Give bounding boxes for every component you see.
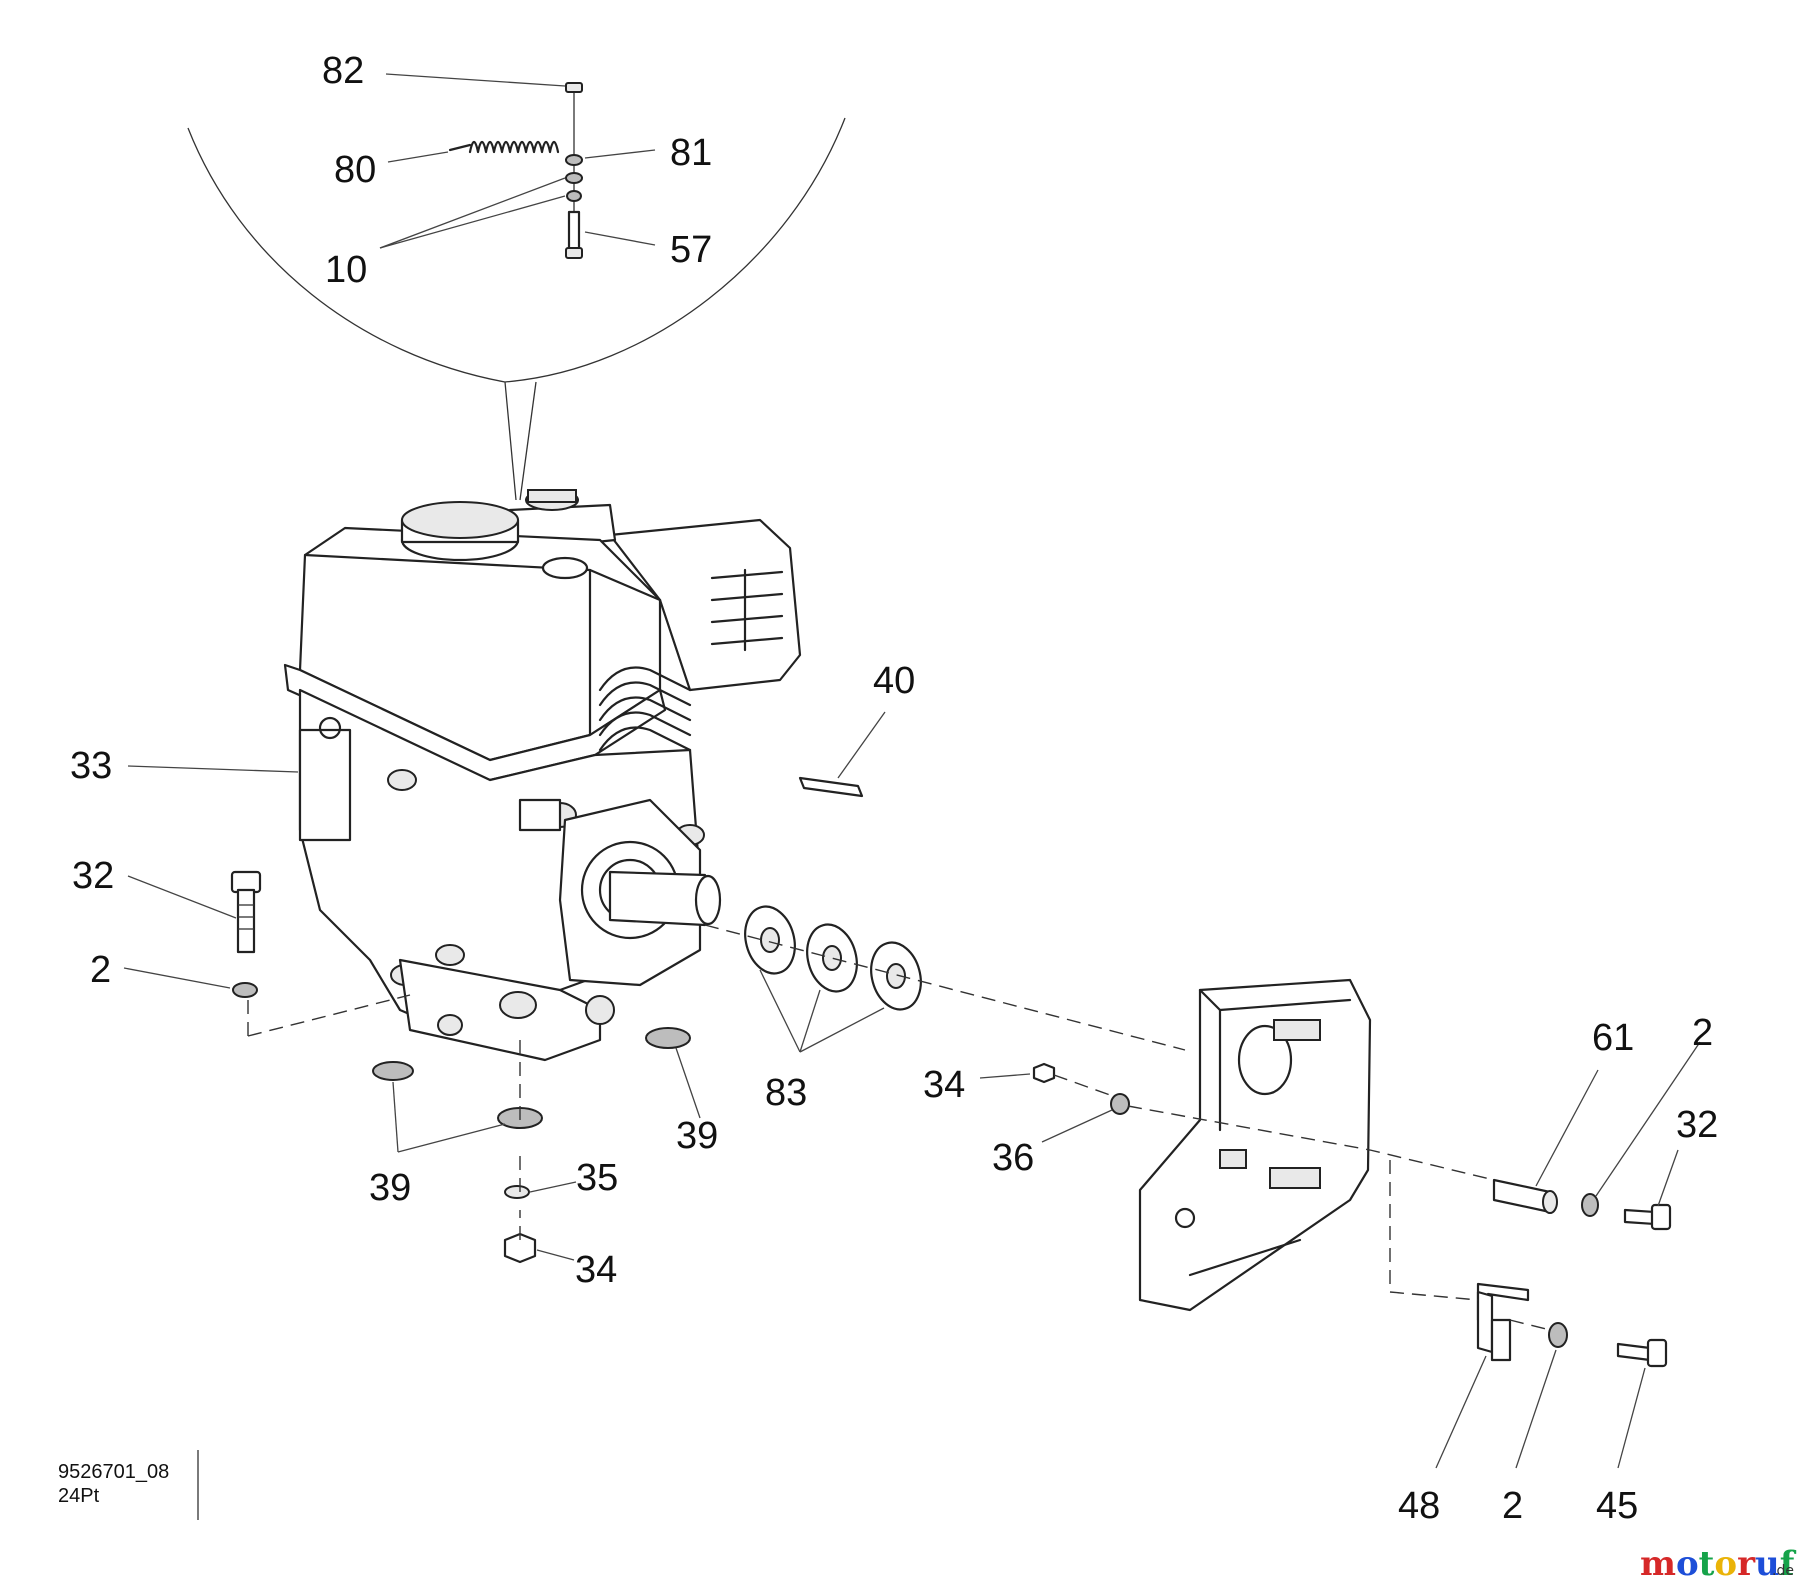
logo-letter: m bbox=[1640, 1544, 1676, 1584]
washer-part-2-left bbox=[232, 982, 258, 998]
engine-part-33 bbox=[283, 489, 802, 1062]
logo-letter: f bbox=[1780, 1544, 1797, 1584]
callout-39-right: 39 bbox=[676, 1115, 718, 1157]
bracket-part-48 bbox=[1476, 1282, 1530, 1362]
nut-part-34-plate bbox=[1032, 1062, 1056, 1084]
washer-part-10a bbox=[565, 172, 583, 184]
logo-letter: r bbox=[1737, 1544, 1756, 1584]
callout-numbers: 82 80 81 10 57 40 33 32 2 83 34 36 39 39… bbox=[70, 50, 1718, 1527]
spring-part-80 bbox=[448, 140, 560, 154]
bolt-part-45 bbox=[1616, 1338, 1668, 1368]
leader-lines bbox=[123, 73, 1701, 1469]
callout-34-plate: 34 bbox=[923, 1064, 965, 1106]
assembly-center-lines bbox=[247, 924, 1551, 1331]
logo-letter: u bbox=[1755, 1544, 1780, 1584]
logo-suffix: .de bbox=[1772, 1563, 1794, 1579]
callout-36: 36 bbox=[992, 1137, 1034, 1179]
callout-57: 57 bbox=[670, 229, 712, 271]
callout-39-left: 39 bbox=[369, 1167, 411, 1209]
callout-10: 10 bbox=[325, 249, 367, 291]
washer-part-10b bbox=[566, 190, 582, 202]
callout-2-right: 2 bbox=[1692, 1012, 1713, 1054]
nut-part-82 bbox=[565, 82, 583, 93]
washer-part-35 bbox=[504, 1185, 530, 1199]
callout-32-right: 32 bbox=[1676, 1104, 1718, 1146]
spacer-part-61 bbox=[1492, 1178, 1558, 1214]
bolt-part-57 bbox=[565, 210, 583, 259]
callout-2-left: 2 bbox=[90, 949, 111, 991]
callout-34-bottom: 34 bbox=[575, 1249, 617, 1291]
callout-45: 45 bbox=[1596, 1485, 1638, 1527]
callout-35: 35 bbox=[576, 1157, 618, 1199]
washer-part-2-bottom bbox=[1548, 1322, 1568, 1348]
washer-part-81 bbox=[565, 154, 583, 166]
drawing-code: 9526701_08 bbox=[58, 1461, 169, 1483]
callout-83: 83 bbox=[765, 1072, 807, 1114]
callout-2-bottom: 2 bbox=[1502, 1485, 1523, 1527]
callout-48: 48 bbox=[1398, 1485, 1440, 1527]
callout-80: 80 bbox=[334, 149, 376, 191]
callout-61: 61 bbox=[1592, 1017, 1634, 1059]
key-part-40 bbox=[798, 776, 864, 798]
logo-letter: t bbox=[1699, 1544, 1715, 1584]
drawing-scale: 24Pt bbox=[58, 1485, 100, 1507]
bolt-part-32-left bbox=[230, 870, 262, 954]
callout-82: 82 bbox=[322, 50, 364, 92]
logo-letter: o bbox=[1676, 1544, 1699, 1584]
callout-33: 33 bbox=[70, 745, 112, 787]
governor-spring-assembly bbox=[448, 82, 583, 259]
washer-part-36 bbox=[1110, 1093, 1130, 1115]
motoruf-watermark-logo: motoruf .de bbox=[1640, 1544, 1797, 1584]
callout-81: 81 bbox=[670, 132, 712, 174]
washer-part-2-right bbox=[1581, 1193, 1599, 1217]
callout-40: 40 bbox=[873, 660, 915, 702]
bolt-part-32-right bbox=[1623, 1203, 1672, 1231]
rubber-foot-part-39-right bbox=[645, 1027, 691, 1049]
mounting-plate bbox=[1138, 978, 1372, 1312]
rubber-foot-part-39-left bbox=[372, 1061, 414, 1081]
svg-text:motoruf: motoruf bbox=[1640, 1544, 1797, 1584]
drawing-code-box: 9526701_08 24Pt bbox=[58, 1450, 199, 1520]
logo-letter: o bbox=[1714, 1544, 1737, 1584]
callout-32-left: 32 bbox=[72, 855, 114, 897]
spacer-set-part-83 bbox=[744, 905, 922, 1011]
detail-magnifier bbox=[187, 117, 846, 501]
